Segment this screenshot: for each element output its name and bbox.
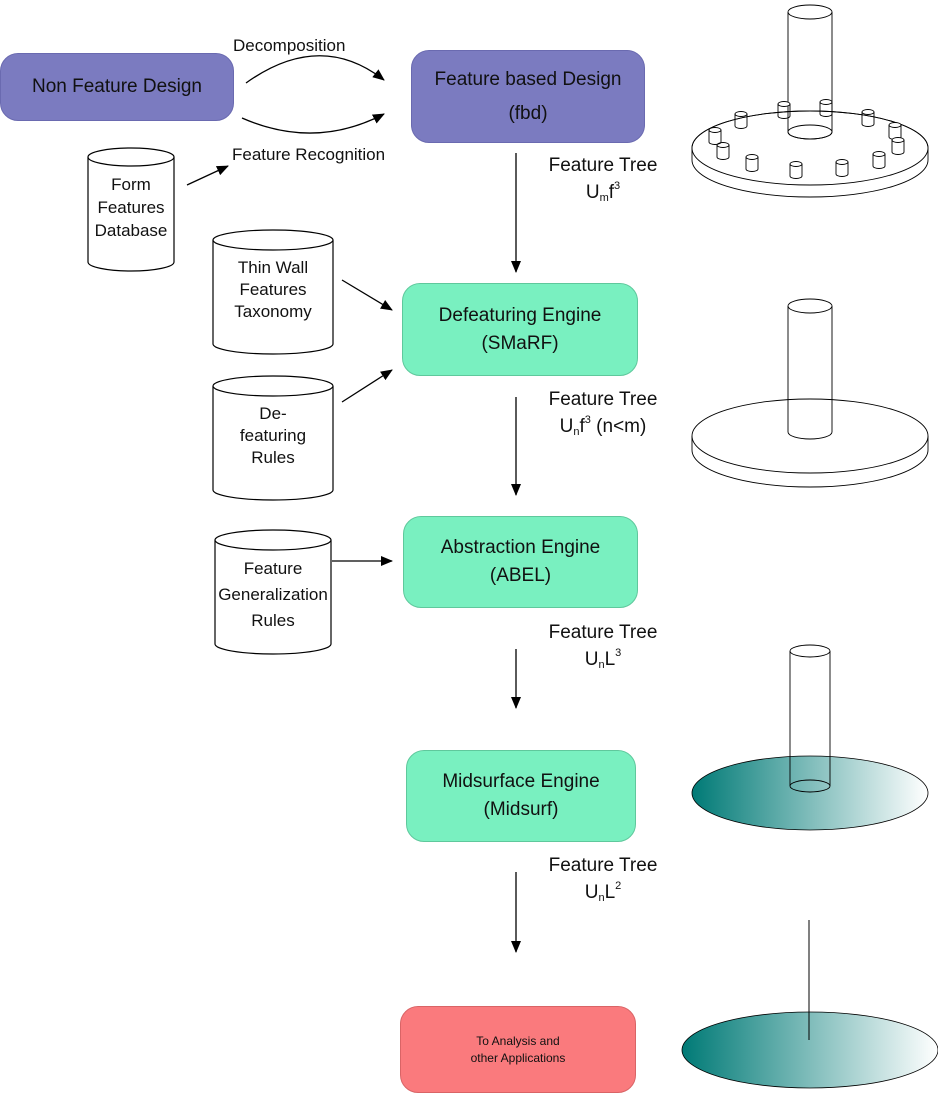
- thinwall-arrow: [341, 279, 393, 311]
- thin-wall-database-cylinder: [212, 229, 334, 355]
- generalization-rules-label: Feature Generalization Rules: [218, 559, 328, 630]
- decomposition-arrow: [245, 55, 385, 84]
- feature-tree-formula-4: UnL2: [584, 880, 622, 904]
- abstraction-engine-box: Abstraction Engine (ABEL): [403, 516, 638, 608]
- model-full-part: [691, 4, 929, 198]
- abstraction-label-1: Abstraction Engine: [440, 537, 601, 558]
- midsurface-label-1: Midsurface Engine: [442, 771, 600, 792]
- feature-tree-formula-3: UnL3: [584, 647, 622, 671]
- abstraction-label-2: (ABEL): [489, 565, 552, 586]
- defeaturing-rules-label: De- featuring Rules: [239, 404, 307, 467]
- recognition-arrow: [241, 113, 385, 134]
- analysis-applications-box: To Analysis and other Applications: [400, 1006, 636, 1093]
- model-small-pins: [708, 99, 905, 179]
- non-feature-design-label: Non Feature Design: [31, 76, 203, 97]
- decomposition-label: Decomposition: [233, 36, 346, 55]
- feature-tree-label-3: Feature Tree UnL3: [541, 619, 665, 673]
- model-final-midsurface: [681, 920, 938, 1089]
- model-midsurface-part: [691, 644, 929, 831]
- fbd-label-2: (fbd): [508, 102, 548, 124]
- midsurface-label-2: (Midsurf): [483, 799, 559, 820]
- feature-based-design-box: Feature based Design (fbd): [411, 50, 645, 143]
- feature-tree-label-2: Feature Tree Unf3 (n<m): [541, 386, 665, 440]
- form-features-database-cylinder: [87, 147, 175, 272]
- feature-tree-label-1: Feature Tree Umf3: [541, 152, 665, 206]
- defeaturing-label-1: Defeaturing Engine: [438, 304, 602, 326]
- feature-tree-formula-1: Umf3: [585, 180, 621, 204]
- defeaturing-rules-arrow: [341, 369, 393, 403]
- analysis-label-2: other Applications: [470, 1050, 566, 1065]
- feature-tree-formula-2: Unf3 (n<m): [559, 414, 647, 438]
- thin-wall-taxonomy-label: Thin Wall Features Taxonomy: [234, 258, 312, 321]
- defeaturing-label-2: (SMaRF): [481, 332, 559, 354]
- fbd-label-1: Feature based Design: [434, 68, 622, 90]
- model-defeatured-part: [691, 298, 929, 488]
- defeaturing-engine-box: Defeaturing Engine (SMaRF): [402, 283, 638, 376]
- feature-recognition-label: Feature Recognition: [232, 145, 386, 164]
- feature-tree-label-4: Feature Tree UnL2: [541, 852, 665, 906]
- midsurface-engine-box: Midsurface Engine (Midsurf): [406, 750, 636, 842]
- defeaturing-rules-database-cylinder: [212, 375, 334, 501]
- database-to-recognition-arrow: [186, 165, 229, 186]
- generalization-database-cylinder: [214, 529, 332, 655]
- form-features-database-label: Form Features Database: [94, 175, 168, 240]
- non-feature-design-box: Non Feature Design: [0, 53, 234, 121]
- analysis-label-1: To Analysis and: [476, 1033, 560, 1048]
